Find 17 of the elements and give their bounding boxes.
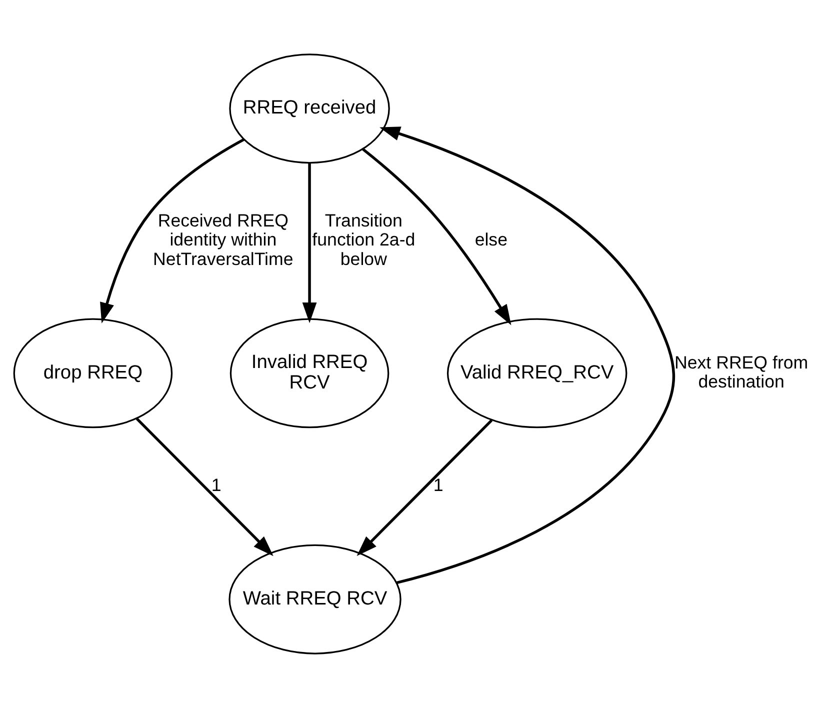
arrow [380, 126, 675, 584]
arrow [362, 148, 512, 325]
edge-label: 1 [211, 474, 222, 494]
arrow [100, 138, 244, 323]
edge-label: Received RREQ identity within NetTraversalTime [153, 210, 294, 268]
edge-label: Transition function 2a-d below [312, 210, 416, 268]
node-ellipse: Wait RREQ RCV [228, 544, 402, 654]
edge-label: 1 [433, 474, 444, 494]
node-ellipse: Invalid RREQ RCV [230, 318, 390, 428]
edge-label: else [474, 229, 508, 250]
arrow [136, 417, 274, 556]
node-ellipse: drop RREQ [13, 318, 173, 428]
node-ellipse: RREQ received [229, 53, 390, 164]
edge-label: Next RREQ from destination [674, 352, 808, 391]
arrow [302, 162, 317, 323]
arrow [356, 418, 493, 556]
node-ellipse: Valid RREQ_RCV [446, 318, 628, 428]
